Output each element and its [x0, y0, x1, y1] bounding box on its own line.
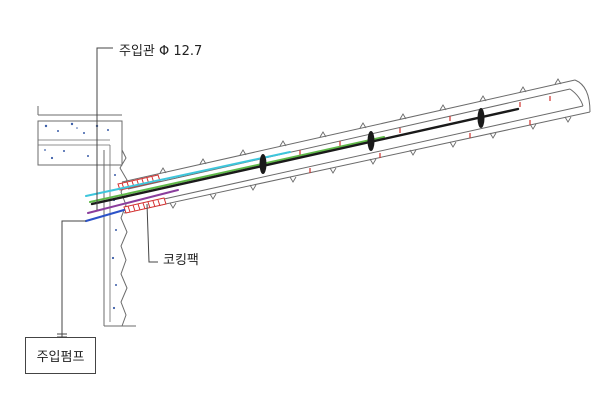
concrete-slab — [37, 106, 123, 166]
strand-green — [89, 136, 385, 203]
anchor-sheath — [121, 79, 591, 214]
concrete-wall — [103, 121, 136, 327]
sheath-red-ticks — [299, 96, 551, 173]
strand-black — [90, 107, 520, 206]
caulking-pack-label: 코킹팩 — [163, 253, 199, 268]
injection-pump-box: 주입펌프 — [25, 337, 96, 374]
strand-purple — [87, 189, 179, 214]
injection-pipe-label: 주입관 Φ 12.7 — [119, 44, 203, 59]
strand-blue — [84, 208, 126, 223]
injection-pump-label: 주입펌프 — [36, 350, 85, 365]
spacers — [259, 108, 485, 174]
sheath-hatch — [159, 78, 572, 209]
strand-cyan — [85, 151, 291, 197]
tendon-strands — [84, 107, 520, 223]
